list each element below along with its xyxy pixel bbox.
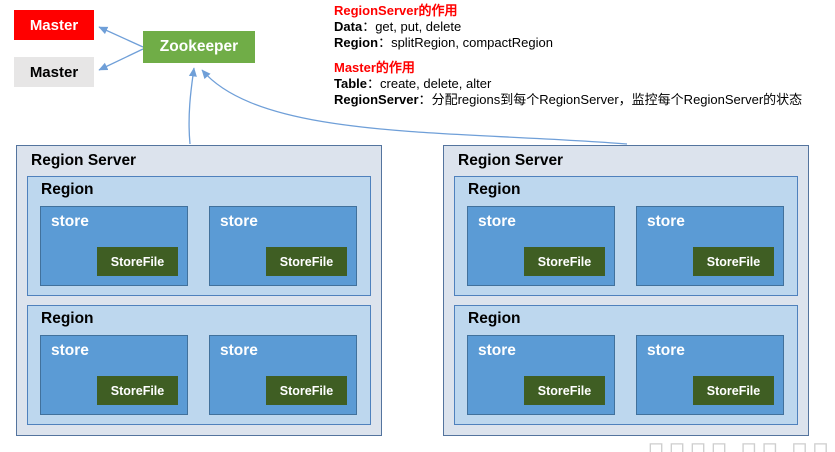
store-label: store [647,213,685,230]
arrow-zookeeper-to-master-standby [98,48,144,71]
store-label: store [647,342,685,359]
storefile-box: StoreFile [97,247,178,276]
arrow-zookeeper-to-master-active [98,26,144,48]
storefile-box: StoreFile [693,247,774,276]
store-label: store [220,342,258,359]
storefile-box: StoreFile [524,376,605,405]
note-line: Table：create, delete, alter [334,76,492,91]
region-server-panel-right: Region Server Region store StoreFile sto… [443,145,809,436]
note-line: Data：get, put, delete [334,19,462,34]
zookeeper-node: Zookeeper [143,31,255,63]
region-server-panel-left: Region Server Region store StoreFile sto… [16,145,382,436]
store-box: store StoreFile [209,206,357,286]
store-label: store [478,213,516,230]
master-standby-node: Master [14,57,94,87]
store-box: store StoreFile [636,206,784,286]
region-box: Region store StoreFile store StoreFile [454,305,798,425]
store-box: store StoreFile [467,335,615,415]
store-box: store StoreFile [636,335,784,415]
store-label: store [220,213,258,230]
note-master-role: Master的作用 Table：create, delete, alter Re… [334,60,802,108]
region-box: Region store StoreFile store StoreFile [27,176,371,296]
note-regionserver-role: RegionServer的作用 Data：get, put, delete Re… [334,3,553,51]
region-title: Region [468,310,521,327]
store-box: store StoreFile [209,335,357,415]
region-title: Region [41,181,94,198]
storefile-box: StoreFile [266,376,347,405]
note-line: RegionServer：分配regions到每个RegionServer，监控… [334,92,803,107]
store-label: store [51,342,89,359]
storefile-box: StoreFile [524,247,605,276]
region-box: Region store StoreFile store StoreFile [27,305,371,425]
arrow-left-regionserver-to-zookeeper [188,67,197,145]
region-server-title: Region Server [458,152,564,169]
note-title: Master的作用 [334,60,415,75]
store-box: store StoreFile [467,206,615,286]
master-active-label: Master [29,16,79,34]
region-box: Region store StoreFile store StoreFile [454,176,798,296]
zookeeper-label: Zookeeper [159,38,239,55]
region-title: Region [468,181,521,198]
store-box: store StoreFile [40,206,188,286]
watermark: 口口口口 口口 口口 之大 [623,441,833,452]
storefile-box: StoreFile [97,376,178,405]
storefile-box: StoreFile [693,376,774,405]
master-standby-label: Master [29,63,79,81]
storefile-box: StoreFile [266,247,347,276]
master-active-node: Master [14,10,94,40]
region-server-title: Region Server [31,152,137,169]
note-line: Region：splitRegion, compactRegion [334,35,553,50]
region-title: Region [41,310,94,327]
store-label: store [51,213,89,230]
store-label: store [478,342,516,359]
store-box: store StoreFile [40,335,188,415]
watermark-text: 口口口口 口口 口口 之大 [647,441,833,452]
note-title: RegionServer的作用 [334,3,458,18]
